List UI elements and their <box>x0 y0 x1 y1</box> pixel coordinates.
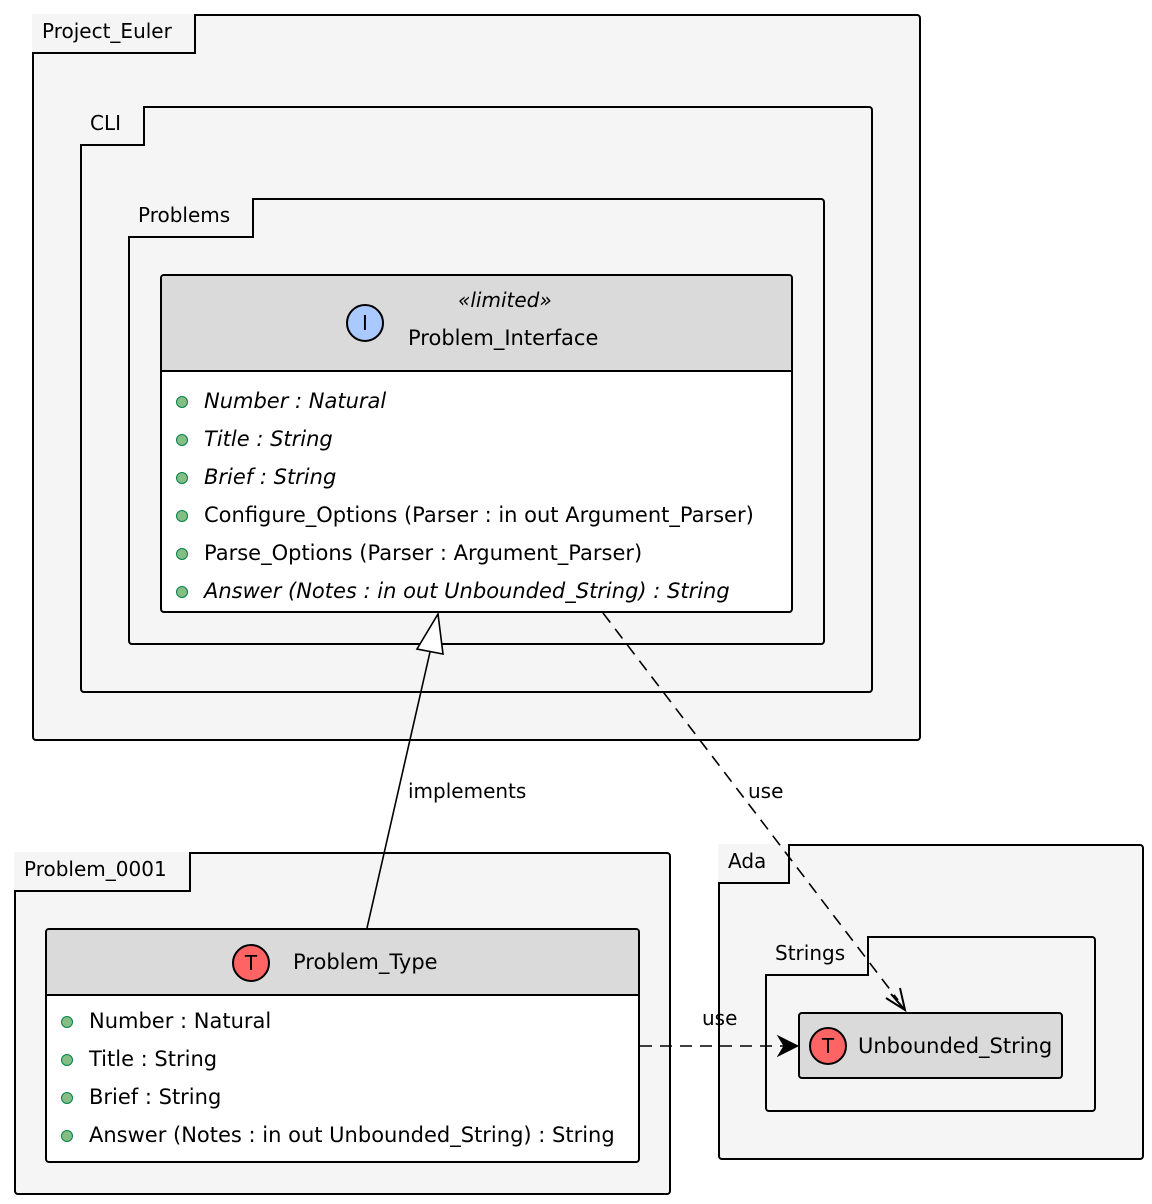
member-text: Configure_Options (Parser : in out Argum… <box>204 503 754 527</box>
member-text: Answer (Notes : in out Unbounded_String)… <box>204 579 730 603</box>
public-visibility-icon <box>176 548 188 560</box>
public-visibility-icon <box>176 586 188 598</box>
use-arrowhead-type <box>776 1034 800 1058</box>
stereotype-label: «limited» <box>458 288 552 312</box>
class-name-unbounded-string: Unbounded_String <box>858 1034 1053 1058</box>
implements-arrowhead <box>415 611 444 655</box>
public-visibility-icon <box>61 1054 73 1066</box>
public-visibility-icon <box>61 1130 73 1142</box>
public-visibility-icon <box>176 510 188 522</box>
member-row: Answer (Notes : in out Unbounded_String)… <box>47 1116 638 1154</box>
package-label-ada: Ada <box>718 844 791 884</box>
public-visibility-icon <box>176 434 188 446</box>
use-label-type: use <box>702 1006 738 1030</box>
class-header-problem-interface: I «limited» Problem_Interface <box>162 276 791 372</box>
member-row: Parse_Options (Parser : Argument_Parser) <box>162 534 791 572</box>
class-name-problem-interface: Problem_Interface <box>408 326 599 350</box>
package-label-problems: Problems <box>128 198 255 238</box>
type-icon: T <box>232 944 270 982</box>
member-text: Brief : String <box>204 465 337 489</box>
public-visibility-icon <box>176 472 188 484</box>
package-label-problem-0001: Problem_0001 <box>14 852 191 892</box>
public-visibility-icon <box>61 1016 73 1028</box>
member-row: Number : Natural <box>47 1002 638 1040</box>
class-header-problem-type: T Problem_Type <box>47 930 638 996</box>
member-row: Answer (Notes : in out Unbounded_String)… <box>162 572 791 610</box>
member-text: Number : Natural <box>204 389 387 413</box>
package-label-strings: Strings <box>765 936 870 976</box>
member-text: Answer (Notes : in out Unbounded_String)… <box>89 1123 615 1147</box>
package-label-cli: CLI <box>80 106 146 146</box>
interface-icon: I <box>346 304 384 342</box>
member-row: Brief : String <box>162 458 791 496</box>
member-text: Parse_Options (Parser : Argument_Parser) <box>204 541 643 565</box>
member-text: Title : String <box>89 1047 218 1071</box>
public-visibility-icon <box>176 396 188 408</box>
public-visibility-icon <box>61 1092 73 1104</box>
class-unbounded-string[interactable]: T Unbounded_String <box>798 1012 1063 1079</box>
use-edge-interface <box>602 612 899 1001</box>
use-label-interface: use <box>748 779 784 803</box>
member-row: Number : Natural <box>162 382 791 420</box>
member-row: Title : String <box>162 420 791 458</box>
member-text: Brief : String <box>89 1085 222 1109</box>
type-icon: T <box>809 1027 847 1065</box>
implements-edge <box>366 651 431 929</box>
implements-label: implements <box>408 779 527 803</box>
member-row: Title : String <box>47 1040 638 1078</box>
package-label-project-euler: Project_Euler <box>32 14 196 54</box>
member-text: Number : Natural <box>89 1009 272 1033</box>
member-text: Title : String <box>204 427 333 451</box>
member-row: Brief : String <box>47 1078 638 1116</box>
class-problem-interface[interactable]: I «limited» Problem_Interface Number : N… <box>160 274 793 613</box>
class-name-problem-type: Problem_Type <box>293 950 438 974</box>
member-row: Configure_Options (Parser : in out Argum… <box>162 496 791 534</box>
